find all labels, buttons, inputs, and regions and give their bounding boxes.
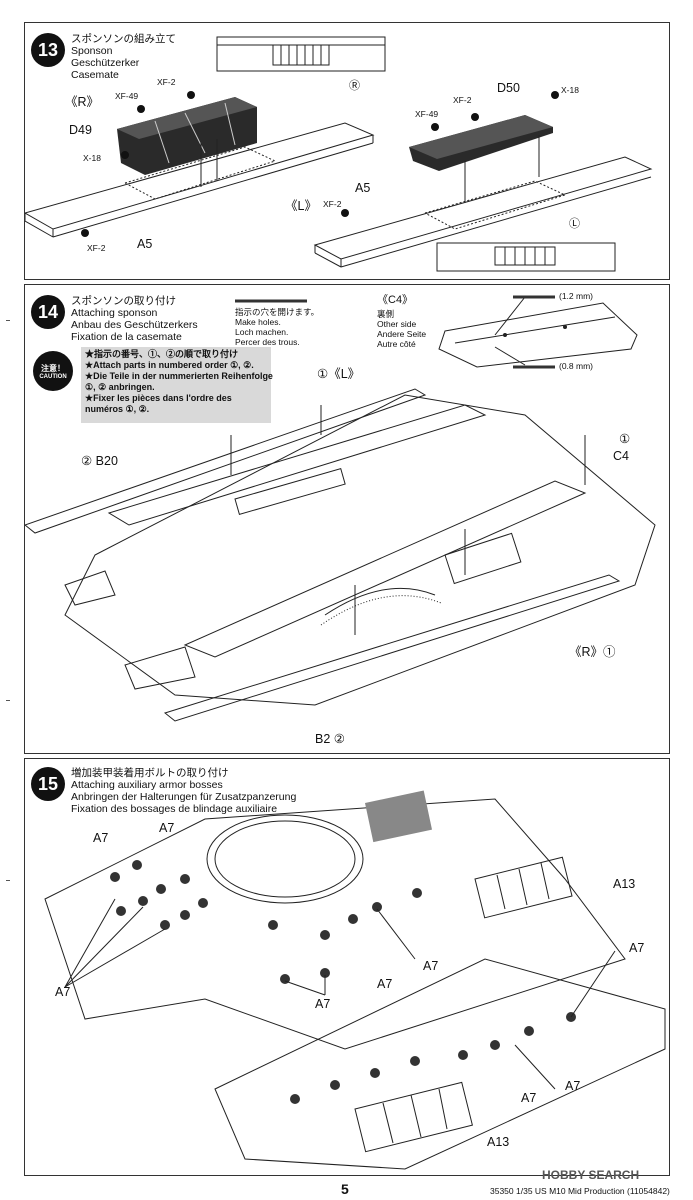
- part-a7-label: A7: [521, 1091, 537, 1105]
- title-en: Sponson: [71, 45, 113, 57]
- step-14-drawing: [25, 295, 656, 722]
- order-note: ★指示の番号、①、②の順で取り付け ★Attach parts in numbe…: [81, 347, 273, 423]
- drill-size-2: (0.8 mm): [559, 361, 593, 371]
- step-15-drawing: [44, 790, 666, 1170]
- paint-xf2-label: XF-2: [87, 243, 106, 253]
- title-en: Attaching auxiliary armor bosses: [71, 779, 223, 791]
- holes-en: Make holes.: [235, 317, 281, 327]
- title-fr: Fixation des bossages de blindage auxili…: [71, 803, 278, 815]
- part-a13-label: A13: [487, 1135, 510, 1149]
- step-13-panel: 13 スポンソンの組み立て Sponson Geschützerker Case…: [24, 22, 670, 280]
- part-a7-label: A7: [629, 941, 645, 955]
- product-code: 35350 1/35 US M10 Mid Production (110548…: [490, 1186, 670, 1196]
- step-15-title: 増加装甲装着用ボルトの取り付け Attaching auxiliary armo…: [71, 767, 296, 815]
- part-a7-label: A7: [55, 985, 71, 999]
- paint-xf2-label: XF-2: [157, 77, 176, 87]
- step-number-badge: 14: [31, 295, 65, 329]
- part-a7-label: A7: [377, 977, 393, 991]
- title-de: Anbringen der Halterungen für Zusatzpanz…: [71, 791, 297, 803]
- part-a5-right-label: A5: [355, 181, 371, 195]
- holes-de: Loch machen.: [235, 327, 289, 337]
- step-14-panel: 14 スポンソンの取り付け Attaching sponson Anbau de…: [24, 284, 670, 754]
- caution-icon: 注意！ CAUTION: [33, 351, 73, 391]
- c4-inset-header: 《C4》: [377, 294, 414, 306]
- paint-xf2-label: XF-2: [453, 95, 472, 105]
- step-14-title: スポンソンの取り付け Attaching sponson Anbau des G…: [71, 295, 198, 343]
- part-d50-label: D50: [497, 81, 520, 95]
- margin-mark: [6, 700, 10, 701]
- callout-c4: C4: [613, 449, 629, 463]
- callout-one-l: ①《L》: [317, 367, 361, 381]
- other-side-note: 裏側 Other side Andere Seite Autre côté: [377, 309, 426, 349]
- title-jp: スポンソンの取り付け: [71, 295, 176, 307]
- title-jp: スポンソンの組み立て: [71, 33, 176, 45]
- other-side-jp: 裏側: [377, 309, 395, 319]
- note-line: ★指示の番号、①、②の順で取り付け: [85, 349, 239, 359]
- callout-two-b20: ② B20: [81, 454, 118, 468]
- margin-mark: [6, 320, 10, 321]
- title-de: Geschützerker: [71, 57, 140, 69]
- other-side-fr: Autre côté: [377, 339, 416, 349]
- holes-fr: Percer des trous.: [235, 337, 300, 347]
- callout-b2-two: B2 ②: [315, 732, 345, 746]
- part-a7-label: A7: [315, 997, 331, 1011]
- watermark-logo: HOBBY SEARCH: [542, 1168, 640, 1182]
- holes-jp: 指示の穴を開けます。: [235, 307, 320, 317]
- part-a13-label: A13: [613, 877, 636, 891]
- paint-x18-label: X-18: [561, 85, 579, 95]
- paint-x18-label: X-18: [83, 153, 101, 163]
- note-line: ★Attach parts in numbered order ①, ②.: [85, 360, 254, 370]
- r-mark: Ⓡ: [349, 80, 360, 92]
- paint-xf2-label: XF-2: [323, 199, 342, 209]
- paint-xf49-label: XF-49: [115, 91, 139, 101]
- part-d49-label: D49: [69, 123, 92, 137]
- part-a7-label: A7: [423, 959, 439, 973]
- page-number: 5: [341, 1181, 349, 1197]
- other-side-de: Andere Seite: [377, 329, 427, 339]
- part-a7-label: A7: [93, 831, 109, 845]
- part-a5-left-label: A5: [137, 237, 153, 251]
- make-holes-note: 指示の穴を開けます。 Make holes. Loch machen. Perc…: [235, 307, 319, 347]
- paint-xf49-label: XF-49: [415, 109, 439, 119]
- note-line: numéros ①, ②.: [85, 404, 150, 414]
- title-en: Attaching sponson: [71, 307, 158, 319]
- step-13-drawing: [25, 36, 653, 272]
- side-r-label: 《R》: [65, 95, 100, 109]
- note-line: ★Fixer les pièces dans l'ordre des: [85, 393, 232, 403]
- other-side-en: Other side: [377, 319, 417, 329]
- side-l-label: 《L》: [285, 199, 317, 213]
- part-a7-label: A7: [565, 1079, 581, 1093]
- title-de: Anbau des Geschützerkers: [71, 319, 198, 331]
- part-a7-label: A7: [159, 821, 175, 835]
- margin-mark: [6, 880, 10, 881]
- title-jp: 増加装甲装着用ボルトの取り付け: [71, 767, 229, 779]
- caution-jp: 注意！: [41, 363, 65, 373]
- callout-r-one: 《R》①: [569, 645, 616, 659]
- step-13-title: スポンソンの組み立て Sponson Geschützerker Casemat…: [71, 33, 176, 81]
- drill-size-1: (1.2 mm): [559, 291, 593, 301]
- title-fr: Fixation de la casemate: [71, 331, 182, 343]
- callout-one-c4-number: ①: [619, 432, 631, 446]
- caution-en: CAUTION: [39, 373, 67, 380]
- note-line: ①, ② anbringen.: [85, 382, 155, 392]
- note-line: ★Die Teile in der nummerierten Reihenfol…: [85, 371, 273, 381]
- step-number-badge: 13: [31, 33, 65, 67]
- step-number-badge: 15: [31, 767, 65, 801]
- l-mark: Ⓛ: [569, 218, 580, 230]
- title-fr: Casemate: [71, 69, 119, 81]
- step-15-panel: 15 増加装甲装着用ボルトの取り付け Attaching auxiliary a…: [24, 758, 670, 1176]
